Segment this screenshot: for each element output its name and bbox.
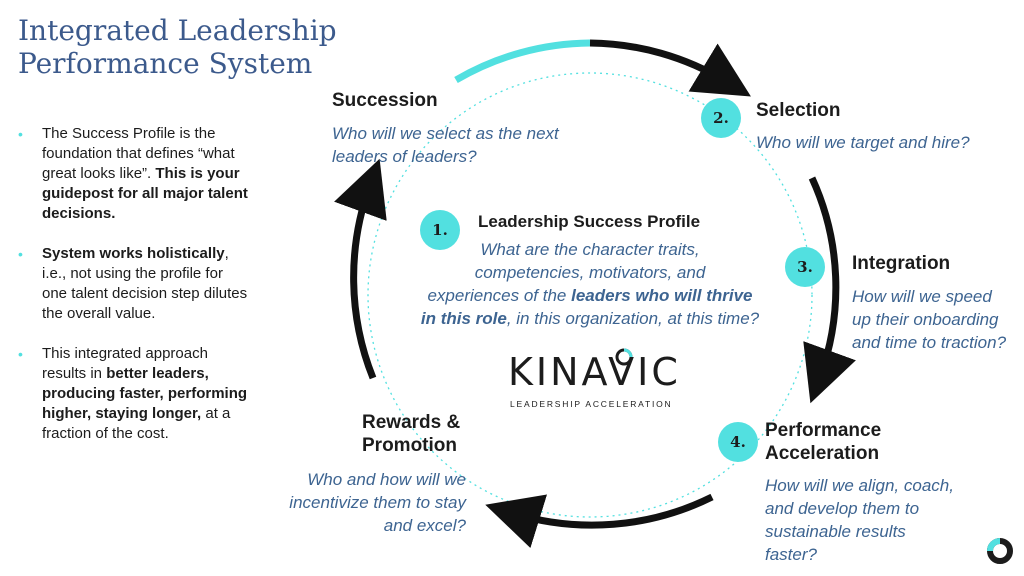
cycle-ring: [367, 72, 813, 518]
center-question: What are the character traits, competenc…: [420, 238, 760, 330]
center-question-line: competencies, motivators, and: [474, 263, 706, 282]
bullet-dot-icon: •: [18, 126, 23, 142]
step-rewards-label: Rewards & Promotion: [362, 412, 461, 456]
bullet-text: This integrated approach results in: [42, 345, 208, 382]
step-number-2: 2.: [701, 98, 741, 138]
step-selection-question: Who will we target and hire?: [756, 133, 970, 152]
arc-bottom-arrow: [485, 493, 714, 549]
step-performance-label: Performance Acceleration: [765, 420, 882, 464]
page-title: Integrated Leadership Performance System: [18, 14, 337, 80]
center-question-bold: leaders who will thrive in this role: [420, 286, 753, 328]
step-integration-label: Integration: [852, 253, 951, 274]
step-number-1: 1.: [420, 210, 460, 250]
step-integration-question: How will we speed up their onboarding an…: [852, 287, 1007, 352]
arc-left-arrow: [334, 158, 387, 380]
center-title: Leadership Success Profile: [478, 212, 701, 231]
bullet-item: • This integrated approach results in be…: [18, 344, 248, 444]
kinavic-logo: KINAVIC: [508, 350, 681, 394]
arc-top-arrow: [589, 39, 751, 97]
bullet-item: • The Success Profile is the foundation …: [18, 124, 248, 224]
bullet-dot-icon: •: [18, 346, 23, 362]
logo-tagline: LEADERSHIP ACCELERATION: [510, 399, 673, 409]
bullet-text: at a fraction of the cost.: [42, 405, 231, 442]
bullet-item: • System works holistically, i.e., not u…: [18, 244, 248, 324]
bullet-bold-text: This is your guidepost for all major tal…: [42, 165, 248, 222]
step-number-3: 3.: [785, 247, 825, 287]
bullet-bold-text: System works holistically: [42, 245, 225, 262]
bullet-list: • The Success Profile is the foundation …: [18, 124, 248, 464]
step-performance-question: How will we align, coach, and develop th…: [765, 476, 954, 564]
bullet-text: , i.e., not using the profile for one ta…: [42, 245, 248, 322]
center-question-line: , in this organization, at this time?: [506, 309, 760, 328]
bullet-bold-text: better leaders, producing faster, perfor…: [42, 365, 248, 422]
arc-top-accent: [454, 39, 591, 84]
bullet-dot-icon: •: [18, 246, 23, 262]
center-question-line: experiences of the: [427, 286, 572, 305]
step-selection-label: Selection: [756, 100, 841, 121]
center-question-line: What are the character traits,: [480, 240, 700, 259]
step-succession-question: Who will we select as the next leaders o…: [332, 124, 559, 166]
step-succession-label: Succession: [332, 90, 438, 111]
step-number-4: 4.: [718, 422, 758, 462]
bullet-text: The Success Profile is the foundation th…: [42, 125, 235, 182]
step-rewards-question: Who and how will we incentivize them to …: [289, 470, 466, 535]
arc-right-arrow: [803, 176, 856, 404]
